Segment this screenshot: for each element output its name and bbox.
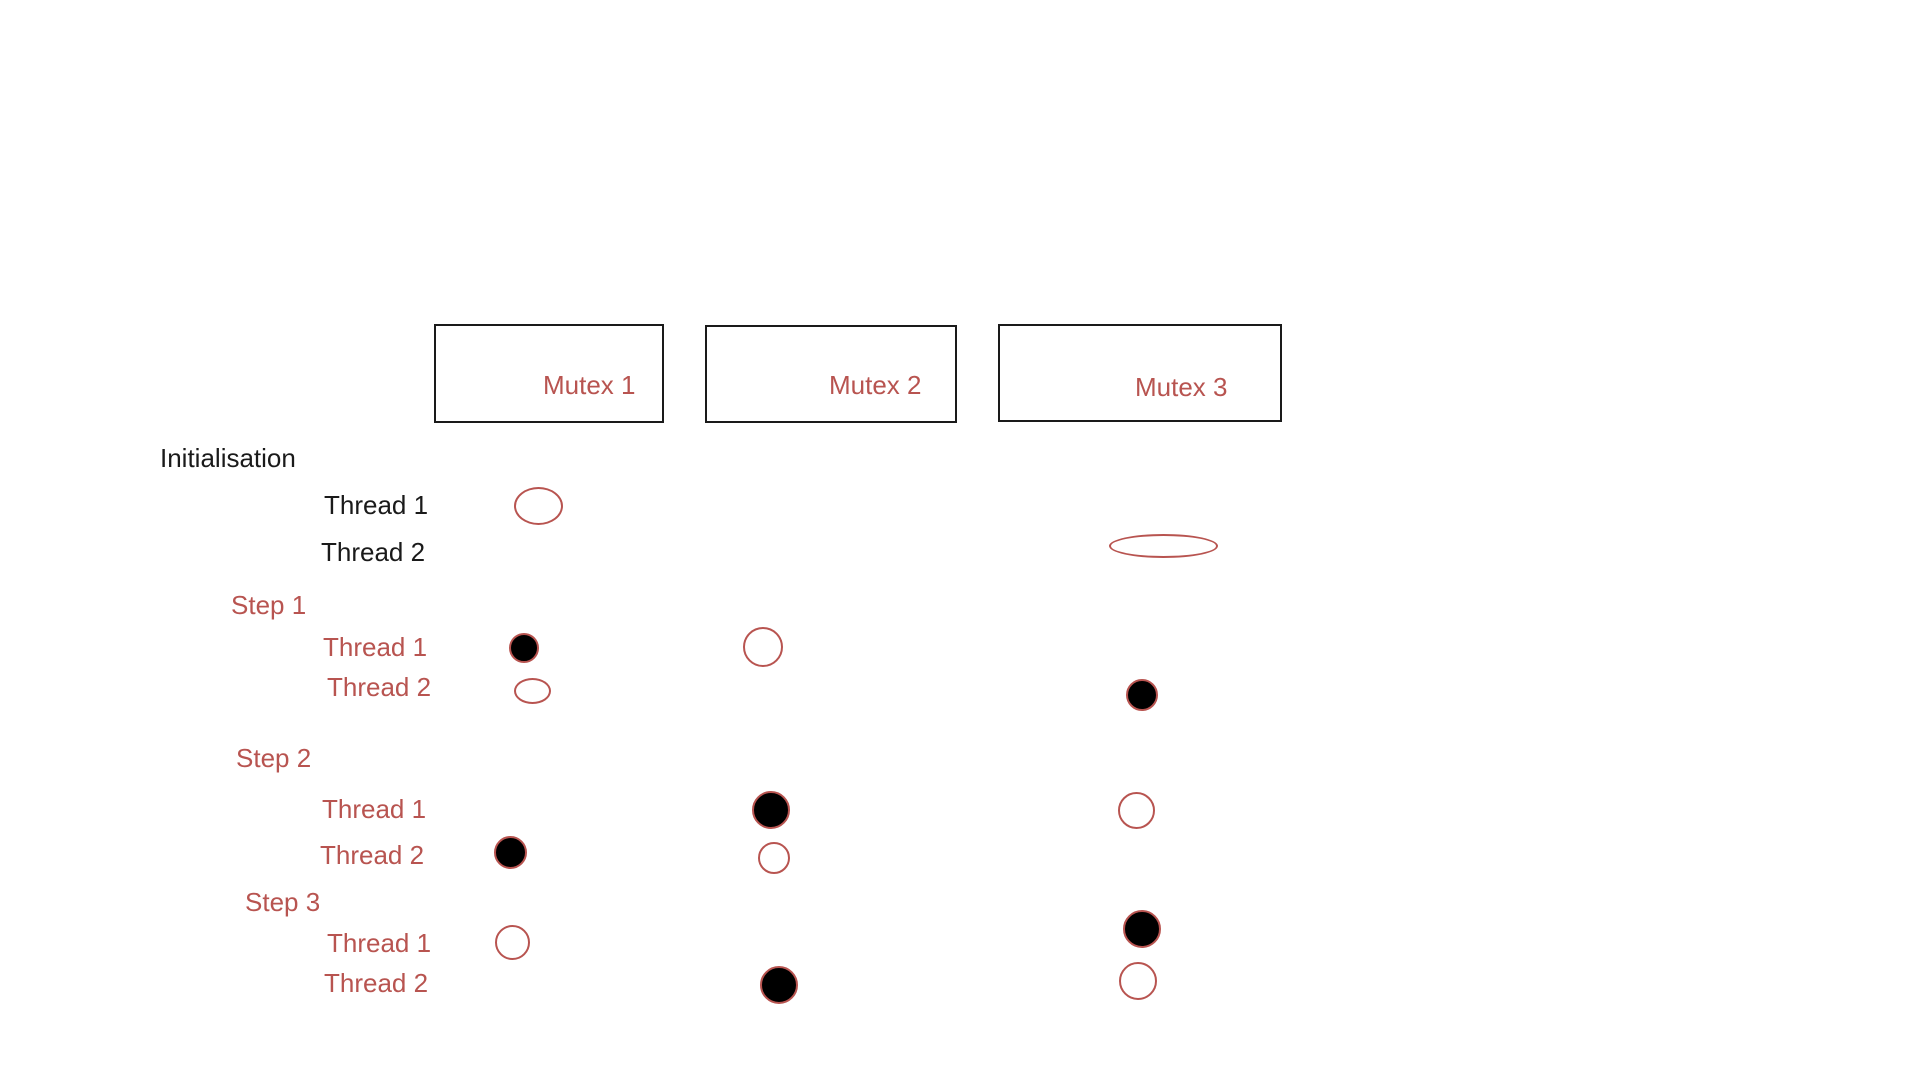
step-1-thread-2-mutex-3-held-marker <box>1126 679 1158 711</box>
step-2-thread-1-mutex-2-held-marker <box>752 791 790 829</box>
init-thread-1-mutex-1-waiting-marker <box>514 487 563 525</box>
step-2-thread-2-label: Thread 2 <box>320 840 425 870</box>
mutex-3-label: Mutex 3 <box>1135 372 1228 402</box>
step-1-thread-2-mutex-1-waiting-marker <box>514 678 551 704</box>
step-1-heading: Step 1 <box>231 590 307 620</box>
mutex-2-label: Mutex 2 <box>829 370 922 400</box>
step-3-thread-1-mutex-1-waiting-marker <box>495 925 530 960</box>
mutex-1-label: Mutex 1 <box>543 370 636 400</box>
step-2-heading: Step 2 <box>236 743 312 773</box>
step-1-thread-1-label: Thread 1 <box>323 632 428 662</box>
step-2-thread-1-mutex-3-waiting-marker <box>1118 792 1155 829</box>
step-3-thread-2-mutex-2-held-marker <box>760 966 798 1004</box>
mutex-2-box <box>705 325 957 423</box>
step-2-thread-1-label: Thread 1 <box>322 794 427 824</box>
step-3-thread-1-label: Thread 1 <box>327 928 432 958</box>
step-2-thread-2-mutex-2-waiting-marker <box>758 842 790 874</box>
step-1-thread-1-mutex-2-waiting-marker <box>743 627 783 667</box>
step-3-heading: Step 3 <box>245 887 321 917</box>
mutex-1-box <box>434 324 664 423</box>
step-1-thread-1-mutex-1-held-marker <box>509 633 539 663</box>
init-thread-2-mutex-3-waiting-marker <box>1109 534 1218 558</box>
step-2-thread-2-mutex-1-held-marker <box>494 836 527 869</box>
mutex-3-box <box>998 324 1282 422</box>
initialisation-thread-1-label: Thread 1 <box>324 490 429 520</box>
step-1-thread-2-label: Thread 2 <box>327 672 432 702</box>
step-3-thread-2-mutex-3-waiting-marker <box>1119 962 1157 1000</box>
initialisation-thread-2-label: Thread 2 <box>321 537 426 567</box>
step-3-thread-1-mutex-3-held-marker <box>1123 910 1161 948</box>
step-3-thread-2-label: Thread 2 <box>324 968 429 998</box>
initialisation-heading: Initialisation <box>160 443 296 473</box>
